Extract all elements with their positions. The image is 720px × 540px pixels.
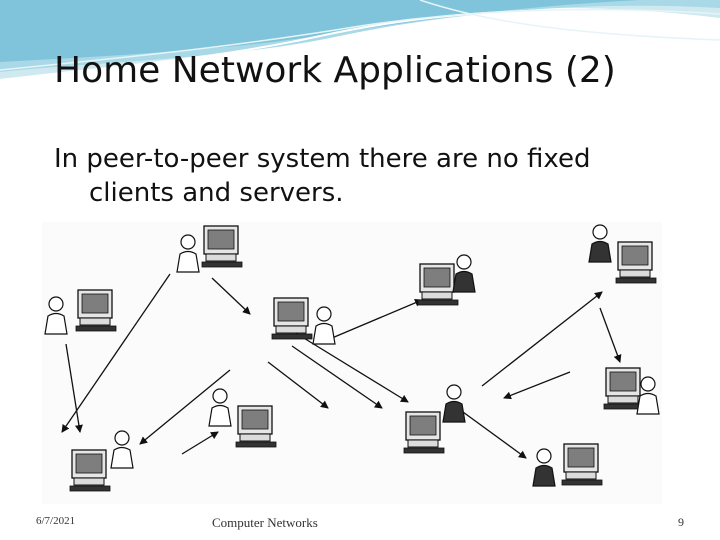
slide-body: In peer-to-peer system there are no fixe… xyxy=(54,142,674,210)
peer-center-bottom xyxy=(403,384,466,454)
body-line-2: clients and servers. xyxy=(89,178,344,208)
peer-top-middle xyxy=(417,254,476,306)
arrow-1 xyxy=(61,273,171,433)
arrow-13 xyxy=(503,371,571,400)
arrow-3 xyxy=(211,277,251,315)
arrow-12 xyxy=(451,403,527,459)
footer-date: 6/7/2021 xyxy=(36,515,76,527)
peer-top-right xyxy=(588,224,657,284)
arrow-11 xyxy=(139,369,231,445)
body-line-1: In peer-to-peer system there are no fixe… xyxy=(54,144,591,174)
arrow-4 xyxy=(267,361,329,409)
footer-page-number: 9 xyxy=(678,515,684,529)
slide-title: Home Network Applications (2) xyxy=(54,50,616,91)
peer-center-top xyxy=(271,297,336,345)
arrow-2 xyxy=(65,343,83,433)
peer-bottom-right xyxy=(532,443,603,487)
arrow-9 xyxy=(293,331,409,403)
footer-course: Computer Networks xyxy=(212,515,318,530)
arrow-10 xyxy=(181,431,219,455)
arrow-6 xyxy=(331,299,423,339)
peer-center xyxy=(208,388,277,448)
header-wave-decoration xyxy=(0,0,720,81)
peer-right xyxy=(603,367,660,415)
arrow-5 xyxy=(291,345,383,409)
peer-bottom-left xyxy=(69,430,134,492)
arrow-8 xyxy=(599,307,622,363)
p2p-network-diagram xyxy=(42,222,662,504)
connection-arrows xyxy=(61,273,622,459)
arrow-7 xyxy=(481,291,603,387)
peer-left xyxy=(44,289,117,335)
peer-top-left xyxy=(176,225,243,273)
